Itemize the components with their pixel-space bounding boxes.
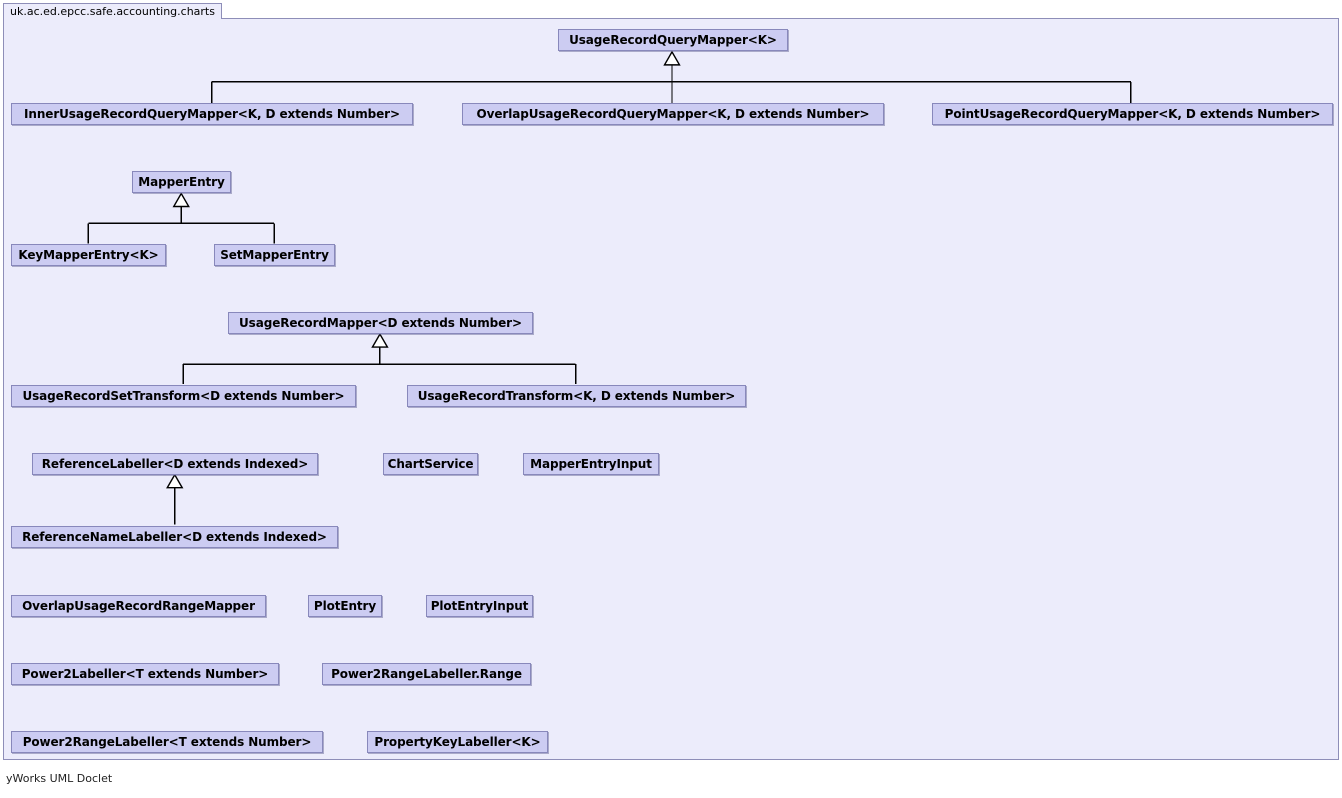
- class-node-Power2RangeLabeller[interactable]: Power2RangeLabeller<T extends Number>: [11, 731, 323, 753]
- package-name-tab[interactable]: uk.ac.ed.epcc.safe.accounting.charts: [3, 3, 222, 19]
- class-node-PointUsageRecordQueryMapper[interactable]: PointUsageRecordQueryMapper<K, D extends…: [932, 103, 1333, 125]
- class-node-SetMapperEntry[interactable]: SetMapperEntry: [214, 244, 335, 266]
- class-node-Power2Labeller[interactable]: Power2Labeller<T extends Number>: [11, 663, 279, 685]
- class-node-UsageRecordSetTransform[interactable]: UsageRecordSetTransform<D extends Number…: [11, 385, 356, 407]
- class-node-UsageRecordQueryMapper[interactable]: UsageRecordQueryMapper<K>: [558, 29, 788, 51]
- footer-credit: yWorks UML Doclet: [6, 772, 113, 785]
- class-node-ChartService[interactable]: ChartService: [383, 453, 478, 475]
- class-node-MapperEntryInput[interactable]: MapperEntryInput: [523, 453, 659, 475]
- class-node-PropertyKeyLabeller[interactable]: PropertyKeyLabeller<K>: [367, 731, 548, 753]
- class-node-Power2RangeLabellerRange[interactable]: Power2RangeLabeller.Range: [322, 663, 531, 685]
- class-node-InnerUsageRecordQueryMapper[interactable]: InnerUsageRecordQueryMapper<K, D extends…: [11, 103, 413, 125]
- class-node-PlotEntry[interactable]: PlotEntry: [308, 595, 382, 617]
- class-node-UsageRecordMapper[interactable]: UsageRecordMapper<D extends Number>: [228, 312, 533, 334]
- class-node-MapperEntry[interactable]: MapperEntry: [132, 171, 231, 193]
- class-node-ReferenceLabeller[interactable]: ReferenceLabeller<D extends Indexed>: [32, 453, 318, 475]
- class-node-OverlapUsageRecordQueryMapper[interactable]: OverlapUsageRecordQueryMapper<K, D exten…: [462, 103, 884, 125]
- class-node-ReferenceNameLabeller[interactable]: ReferenceNameLabeller<D extends Indexed>: [11, 526, 338, 548]
- class-node-PlotEntryInput[interactable]: PlotEntryInput: [426, 595, 533, 617]
- class-node-UsageRecordTransform[interactable]: UsageRecordTransform<K, D extends Number…: [407, 385, 746, 407]
- diagram-canvas[interactable]: UsageRecordQueryMapper<K> InnerUsageRecor…: [3, 18, 1339, 760]
- class-node-KeyMapperEntry[interactable]: KeyMapperEntry<K>: [11, 244, 166, 266]
- class-node-OverlapUsageRecordRangeMapper[interactable]: OverlapUsageRecordRangeMapper: [11, 595, 266, 617]
